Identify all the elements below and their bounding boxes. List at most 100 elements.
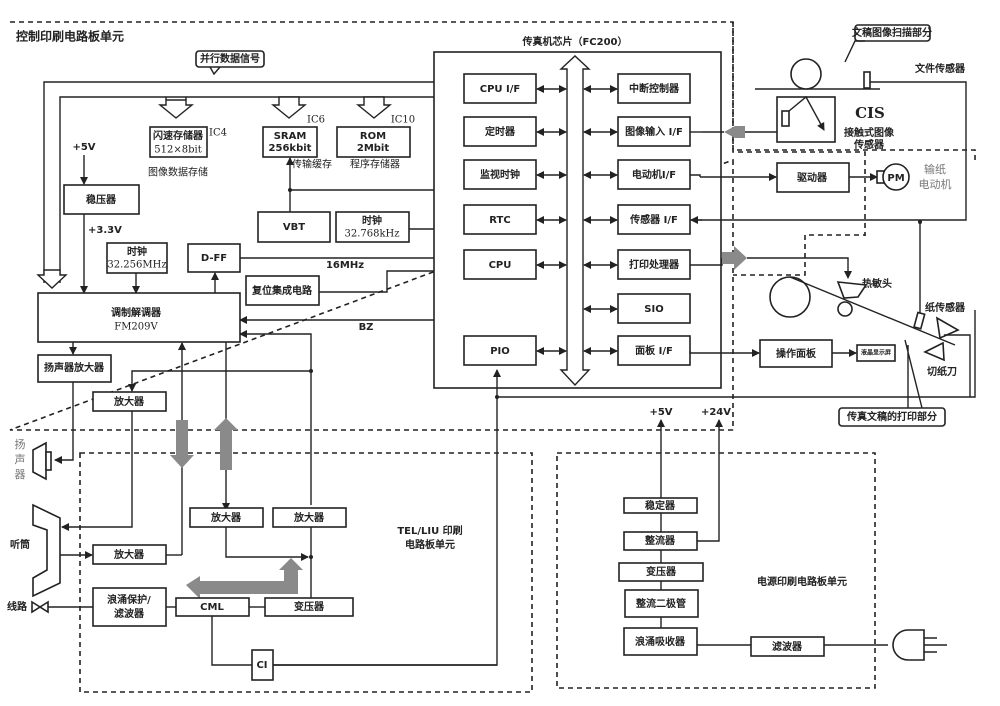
driver-box	[776, 162, 850, 193]
cis-desc-2: 传感器	[853, 138, 885, 151]
thermal-head-label: 热敏头	[862, 277, 892, 290]
chip-block-label: PIO	[490, 346, 510, 357]
cis-sensor-box	[776, 96, 836, 143]
cis-label: CIS	[855, 104, 885, 122]
clock-main-box	[106, 242, 168, 274]
amp-rx-label: 放大器	[113, 395, 145, 408]
dff-label: D-FF	[201, 253, 227, 264]
speaker-icon	[32, 441, 47, 481]
line-label: 线路	[7, 600, 28, 613]
cml-label: CML	[200, 602, 224, 613]
chip-block-cpu-if	[463, 73, 537, 104]
sram-caption: 传输缓存	[292, 158, 332, 171]
op-panel-label: 操作面板	[776, 347, 817, 360]
clock-main-freq: 32.256MHz	[107, 260, 166, 271]
sram-label: SRAM	[274, 131, 307, 142]
rect-diode-label: 整流二极管	[635, 597, 686, 610]
power-board-border	[556, 452, 876, 689]
amp-right-label: 放大器	[293, 511, 325, 524]
chip-block-label: 监视时钟	[480, 168, 520, 181]
print-section-label: 传真文稿的打印部分	[846, 410, 937, 423]
scan-section-callout	[854, 24, 931, 42]
paper-sensor-label: 纸传感器	[925, 301, 966, 314]
sram-ic-label: IC6	[307, 115, 325, 126]
cis-led	[781, 110, 790, 127]
print-section-callout	[838, 407, 946, 427]
flash-ic-label: IC4	[209, 128, 227, 139]
op-panel-box	[759, 339, 833, 368]
lcd-label: 液晶显示屏	[861, 349, 891, 357]
speaker-magnet	[45, 451, 52, 471]
doc-sensor-label: 文件传感器	[915, 62, 966, 75]
sram-size: 256kbit	[269, 143, 312, 154]
speaker-label-3: 器	[15, 468, 26, 481]
rom-label: ROM	[360, 131, 386, 142]
cutter-bottom	[923, 341, 945, 362]
print-paper-path	[789, 276, 956, 346]
chip-title: 传真机芯片（FC200）	[521, 35, 627, 48]
bus-arrow-flash	[158, 99, 194, 119]
modem-label: 调制解调器	[111, 306, 162, 319]
chip-block-pio	[463, 335, 537, 366]
chip-block-label: 定时器	[485, 125, 516, 138]
chip-block-cpu	[463, 249, 537, 280]
gray-arrow-print	[722, 246, 747, 270]
control-board-label: 控制印刷电路板单元	[16, 29, 124, 44]
amp-right-box	[272, 507, 347, 528]
chip-block-watchdog-clock	[463, 159, 537, 190]
driver-label: 驱动器	[797, 171, 828, 184]
chip-block-label: 面板 I/F	[635, 344, 673, 357]
plus5v-label: +5V	[72, 142, 95, 153]
cutter-label: 切纸刀	[927, 365, 957, 378]
rom-caption: 程序存储器	[350, 158, 400, 171]
tel-liu-board-label-1: TEL/LIU 印刷	[397, 524, 462, 537]
tel-transformer-box	[264, 597, 354, 617]
handset-icon	[32, 503, 61, 598]
power-5v-label: +5V	[649, 407, 672, 418]
chip-block-label: CPU I/F	[480, 84, 520, 95]
internal-bus-arrow	[559, 55, 591, 387]
surge-filter-label-1: 浪涌保护/	[107, 593, 151, 606]
bus-arrow-sram	[271, 96, 307, 119]
flash-memory-label: 闪速存储器	[153, 129, 204, 142]
amp-rx-box	[92, 391, 167, 412]
cis-desc-1: 接触式图像	[844, 126, 895, 139]
chip-block-label: 传感器 I/F	[629, 213, 678, 226]
speaker-amp-box	[37, 354, 112, 383]
tel-liu-board-border	[79, 452, 533, 693]
doc-sensor	[863, 71, 871, 89]
gray-arrow-image-in	[724, 126, 745, 138]
motor-label-2: 电动机	[919, 177, 952, 191]
rom-ic-label: IC10	[391, 115, 415, 126]
power-plug-icon	[892, 629, 925, 661]
speaker-amp-label: 扬声器放大器	[44, 361, 105, 374]
vbt-box	[257, 211, 331, 243]
power-24v-label: +24V	[701, 407, 731, 418]
lcd-box	[856, 344, 896, 362]
thermal-head	[836, 281, 868, 299]
rtc-clock-label: 时钟	[362, 214, 382, 227]
chip-block-sio	[617, 293, 691, 324]
platen-roller	[837, 301, 853, 317]
modem-box	[37, 292, 241, 343]
flash-caption: 图像数据存储	[148, 166, 208, 179]
parallel-data-label: 并行数据信号	[200, 52, 260, 65]
chip-block-label: 中断控制器	[629, 82, 680, 95]
amp-mid-label: 放大器	[210, 511, 242, 524]
handset-label: 听筒	[10, 538, 30, 551]
paper-sensor	[913, 311, 926, 330]
tel-liu-board-label-2: 电路板单元	[405, 538, 455, 551]
rtc-clock-freq: 32.768kHz	[344, 229, 399, 240]
sram-box	[262, 126, 318, 158]
gray-arrow-down	[170, 420, 194, 468]
rom-size: 2Mbit	[357, 143, 389, 154]
chip-block-interrupt-controller	[617, 73, 691, 104]
rom-box	[336, 126, 411, 158]
parallel-data-callout	[195, 50, 265, 68]
gray-arrow-up	[214, 418, 238, 470]
reset-ic-box	[245, 275, 320, 306]
stabilizer-label: 稳定器	[645, 499, 676, 512]
regulator-label: 稳压器	[86, 193, 117, 206]
motor-label-1: 输纸	[924, 162, 946, 176]
